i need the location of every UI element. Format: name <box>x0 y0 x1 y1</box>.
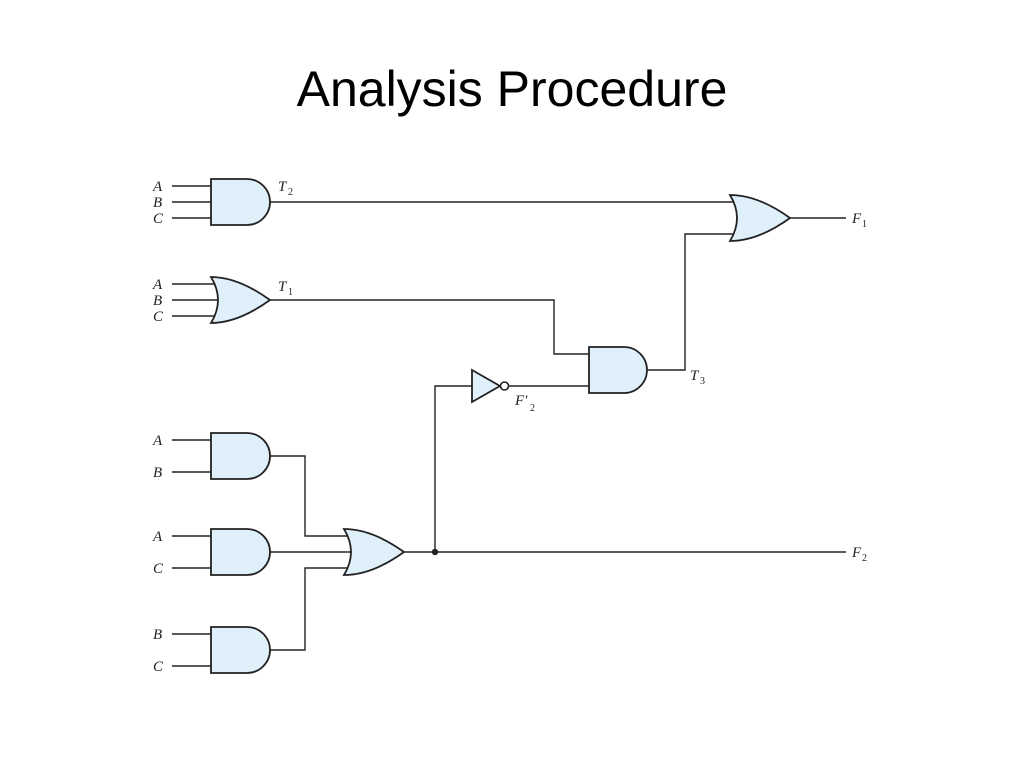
input-label-c: C <box>153 309 164 325</box>
wires-to-and-t3 <box>270 299 589 387</box>
label-t3: T 3 <box>690 368 705 387</box>
not-gate-f2 <box>471 368 510 404</box>
input-label-c: C <box>153 211 164 227</box>
svg-text:F′: F′ <box>514 393 528 409</box>
or-gate-f2 <box>342 528 406 576</box>
input-label-b: B <box>153 293 162 309</box>
input-label-a: A <box>152 179 163 195</box>
or-gate-f1 <box>728 194 792 242</box>
input-label-b: B <box>153 465 162 481</box>
wires-to-or-f2 <box>270 455 352 651</box>
input-label-a: A <box>152 277 163 293</box>
input-label-a: A <box>152 433 163 449</box>
input-label-a: A <box>152 529 163 545</box>
svg-text:1: 1 <box>862 219 867 230</box>
and-gate-t2 <box>172 178 271 226</box>
svg-text:T: T <box>278 279 288 295</box>
output-label-f1: F 1 <box>851 211 867 230</box>
svg-text:1: 1 <box>288 287 293 298</box>
svg-text:2: 2 <box>530 403 535 414</box>
wire-to-inverter <box>434 385 472 552</box>
and-gate-ab <box>172 432 271 480</box>
output-wire-f2 <box>404 548 846 556</box>
svg-text:3: 3 <box>700 376 705 387</box>
input-label-b: B <box>153 627 162 643</box>
input-label-c: C <box>153 561 164 577</box>
and-gate-t3 <box>588 346 648 394</box>
or-gate-t1 <box>172 276 272 324</box>
wires-to-or-f1 <box>270 201 736 371</box>
input-label-c: C <box>153 659 164 675</box>
and-gate-ac <box>172 528 271 576</box>
input-label-b: B <box>153 195 162 211</box>
svg-text:T: T <box>690 368 700 384</box>
svg-text:2: 2 <box>288 187 293 198</box>
svg-text:T: T <box>278 179 288 195</box>
label-t2: T 2 <box>278 179 293 198</box>
label-f2-complement: F′ 2 <box>514 393 535 414</box>
label-t1: T 1 <box>278 279 293 298</box>
output-label-f2: F 2 <box>851 545 867 564</box>
svg-text:F: F <box>851 545 862 561</box>
svg-text:F: F <box>851 211 862 227</box>
and-gate-bc <box>172 626 271 674</box>
slide-title: Analysis Procedure <box>296 61 728 117</box>
svg-text:2: 2 <box>862 553 867 564</box>
